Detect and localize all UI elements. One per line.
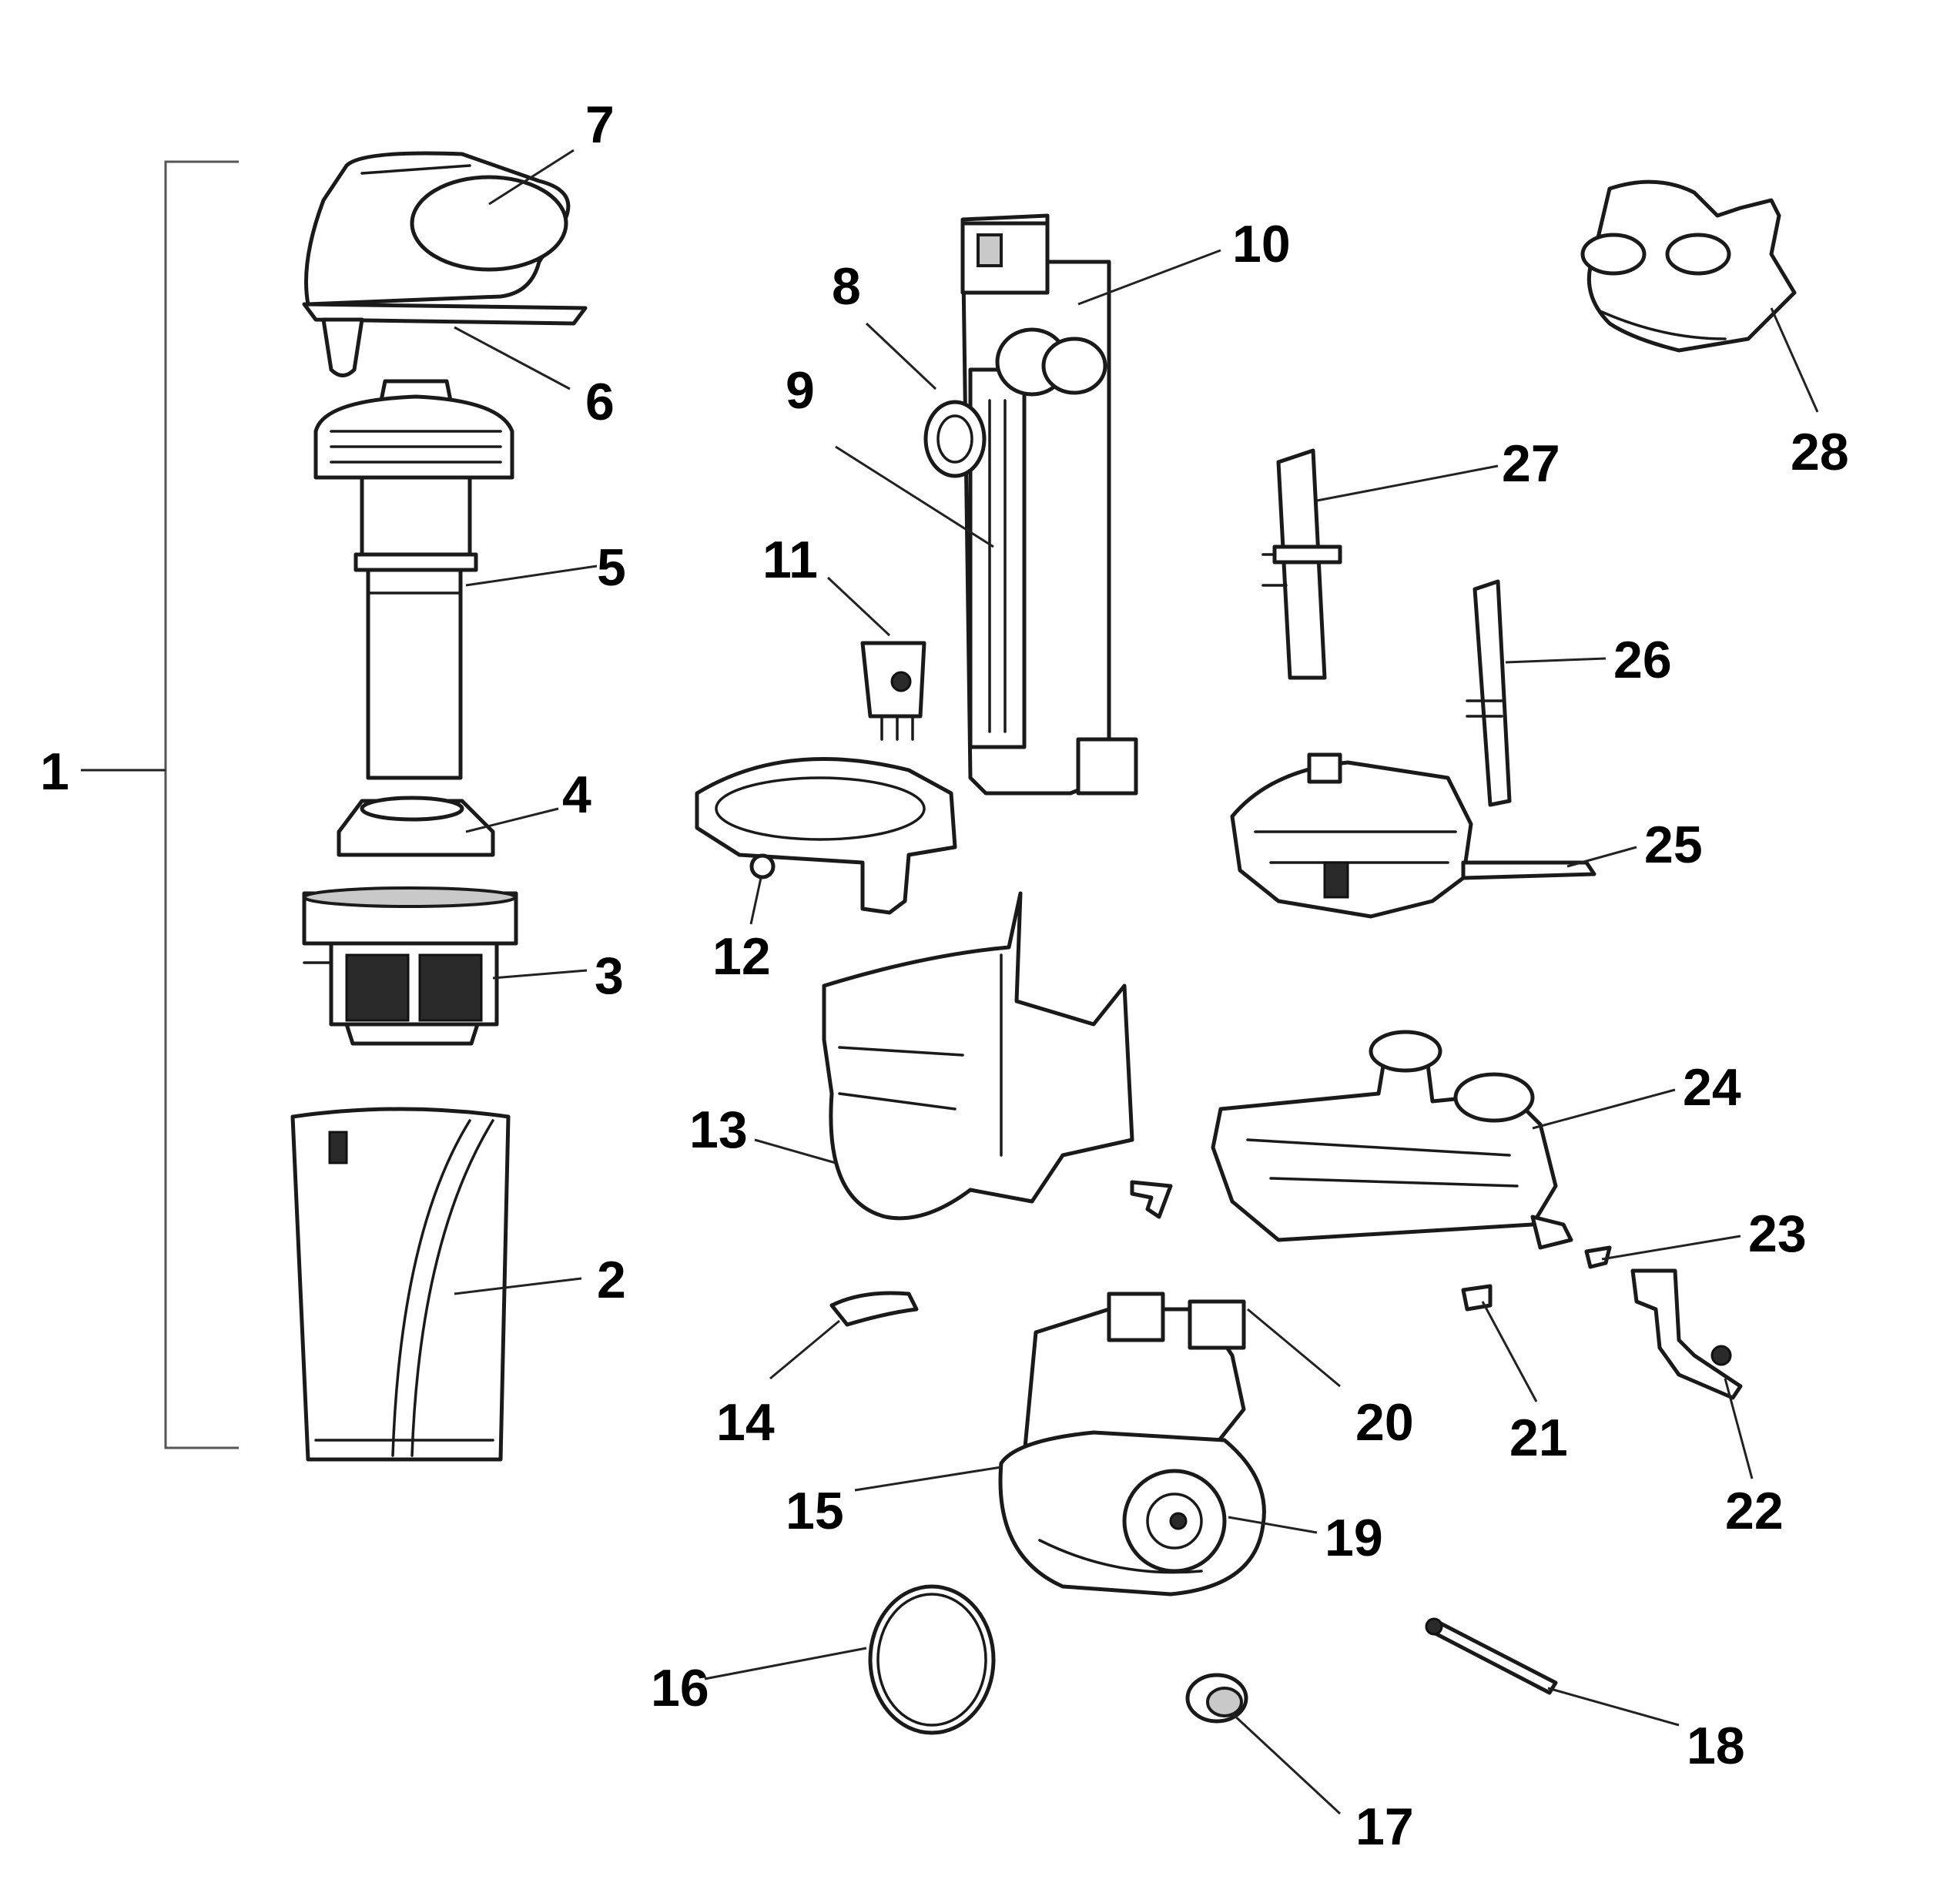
part-motor-housing (998, 1292, 1266, 1597)
callout-13: 13 (689, 1101, 748, 1159)
callout-20: 20 (1355, 1393, 1414, 1452)
part-handle-body (960, 213, 1138, 796)
part-clip (829, 1291, 919, 1327)
callout-23: 23 (1748, 1205, 1807, 1263)
callout-1: 1 (40, 742, 69, 801)
callout-15: 15 (786, 1482, 844, 1540)
callout-24: 24 (1683, 1058, 1741, 1117)
part-dust-cup (290, 1107, 511, 1462)
leader-lines (454, 149, 1819, 1815)
callout-28: 28 (1791, 423, 1849, 481)
part-base-frame (1211, 1030, 1573, 1250)
callout-5: 5 (597, 538, 626, 597)
assembly-bracket (81, 160, 239, 1449)
part-pedal-lever (1630, 1268, 1743, 1400)
callout-19: 19 (1325, 1509, 1383, 1567)
part-guard-bracket (1261, 448, 1342, 680)
callout-12: 12 (712, 927, 771, 986)
callout-8: 8 (832, 257, 861, 316)
part-filter (302, 886, 518, 1046)
callout-16: 16 (651, 1659, 709, 1717)
callout-27: 27 (1502, 434, 1560, 493)
callout-17: 17 (1355, 1798, 1414, 1856)
part-handle-grip (1580, 179, 1797, 353)
part-top-lid (302, 151, 588, 377)
callout-14: 14 (716, 1393, 775, 1452)
part-lever-spring (1584, 1245, 1612, 1269)
part-cone (337, 796, 495, 857)
part-switch (860, 641, 926, 741)
part-shell (822, 891, 1134, 1221)
callout-9: 9 (786, 361, 815, 420)
callout-22: 22 (1725, 1482, 1784, 1540)
callout-25: 25 (1644, 816, 1703, 874)
part-end-cap (1185, 1673, 1248, 1724)
part-shaft (1425, 1617, 1558, 1695)
part-cyclone-separator (313, 379, 514, 780)
callout-18: 18 (1687, 1717, 1745, 1775)
part-rod (1466, 579, 1512, 807)
part-c-ring (1130, 1180, 1173, 1219)
part-hose-connector (923, 400, 987, 478)
part-small-fitting (1461, 1284, 1493, 1312)
callout-26: 26 (1613, 631, 1672, 689)
callout-7: 7 (585, 95, 615, 154)
callout-4: 4 (562, 766, 591, 824)
part-nozzle-assembly (1230, 752, 1596, 919)
callout-11: 11 (762, 531, 818, 589)
callout-10: 10 (1232, 215, 1291, 273)
callout-6: 6 (585, 373, 615, 431)
callout-3: 3 (595, 947, 624, 1005)
callout-21: 21 (1509, 1409, 1568, 1467)
callout-labels: 1 2 3 4 5 6 7 8 9 10 11 12 13 14 15 16 1… (40, 95, 1849, 1856)
part-ring-frame (695, 757, 957, 915)
callout-2: 2 (597, 1251, 626, 1309)
part-belt (868, 1584, 996, 1735)
